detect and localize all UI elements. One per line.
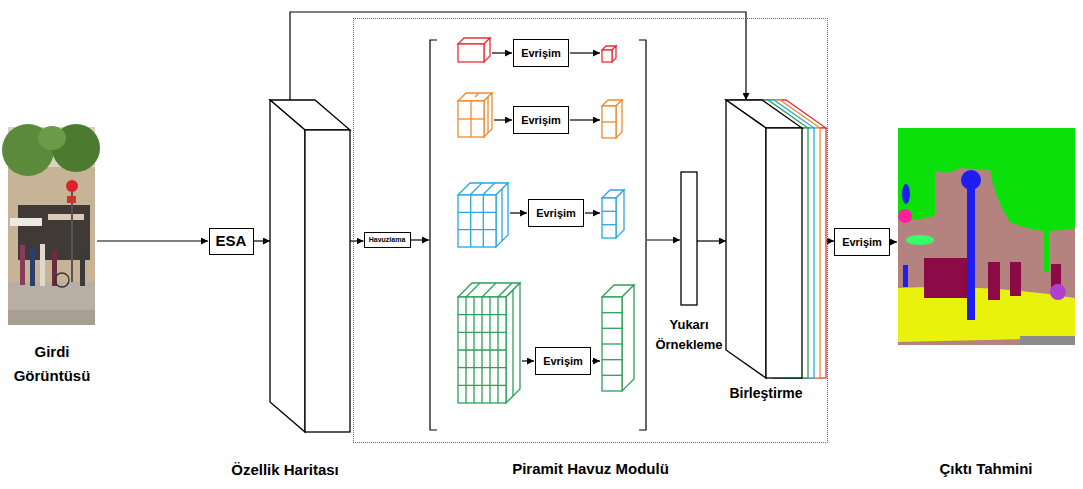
box-text: Havuzlama (369, 236, 406, 244)
shape-caption: Özellik Haritası (231, 460, 339, 479)
feature-map: Özellik Haritası (270, 100, 350, 432)
flow-connector (290, 12, 746, 100)
concat-block: Birleştirme (726, 100, 826, 378)
pooled-feature-cube (458, 93, 622, 138)
box-text: Evrişim (842, 236, 882, 249)
box-text: Evrişim (521, 47, 561, 60)
conv-box: Evrişim (535, 347, 591, 375)
pooling-box: Havuzlama (364, 232, 411, 248)
module-box: ESA (209, 228, 254, 255)
flow-connector (254, 240, 271, 241)
box-text: Evrişim (543, 355, 583, 368)
segmentation-output (898, 128, 1075, 345)
pyramid-region: HavuzlamaEvrişimEvrişimEvrişimEvrişimYuk… (353, 18, 828, 443)
flow-connector (697, 240, 726, 241)
conv-box: Evrişim (513, 39, 569, 67)
conv-box: Evrişim (528, 199, 584, 227)
pooled-feature-cube (458, 183, 624, 247)
pooled-feature-cube (458, 283, 634, 403)
box-text: Evrişim (536, 207, 576, 220)
caption-label: Çıktı Tahmini (939, 460, 1032, 478)
shape-caption: Birleştirme (729, 384, 802, 402)
upsample-bar: Yukarı Örnekleme (681, 172, 697, 305)
bracket (430, 40, 646, 430)
shape-caption: Yukarı Örnekleme (649, 315, 729, 355)
caption-label: Girdi Görüntüsü (2, 340, 102, 388)
feature-map-outline (270, 100, 350, 432)
box-text: ESA (216, 232, 247, 249)
input-photo (2, 124, 100, 325)
conv-box: Evrişim (834, 228, 890, 256)
conv-box: Evrişim (513, 106, 569, 134)
concat-block-outline (726, 100, 826, 378)
shape-caption: Piramit Havuz Modulü (512, 459, 669, 478)
box-text: Evrişim (521, 114, 561, 127)
upsample-bar-outline (681, 172, 697, 305)
